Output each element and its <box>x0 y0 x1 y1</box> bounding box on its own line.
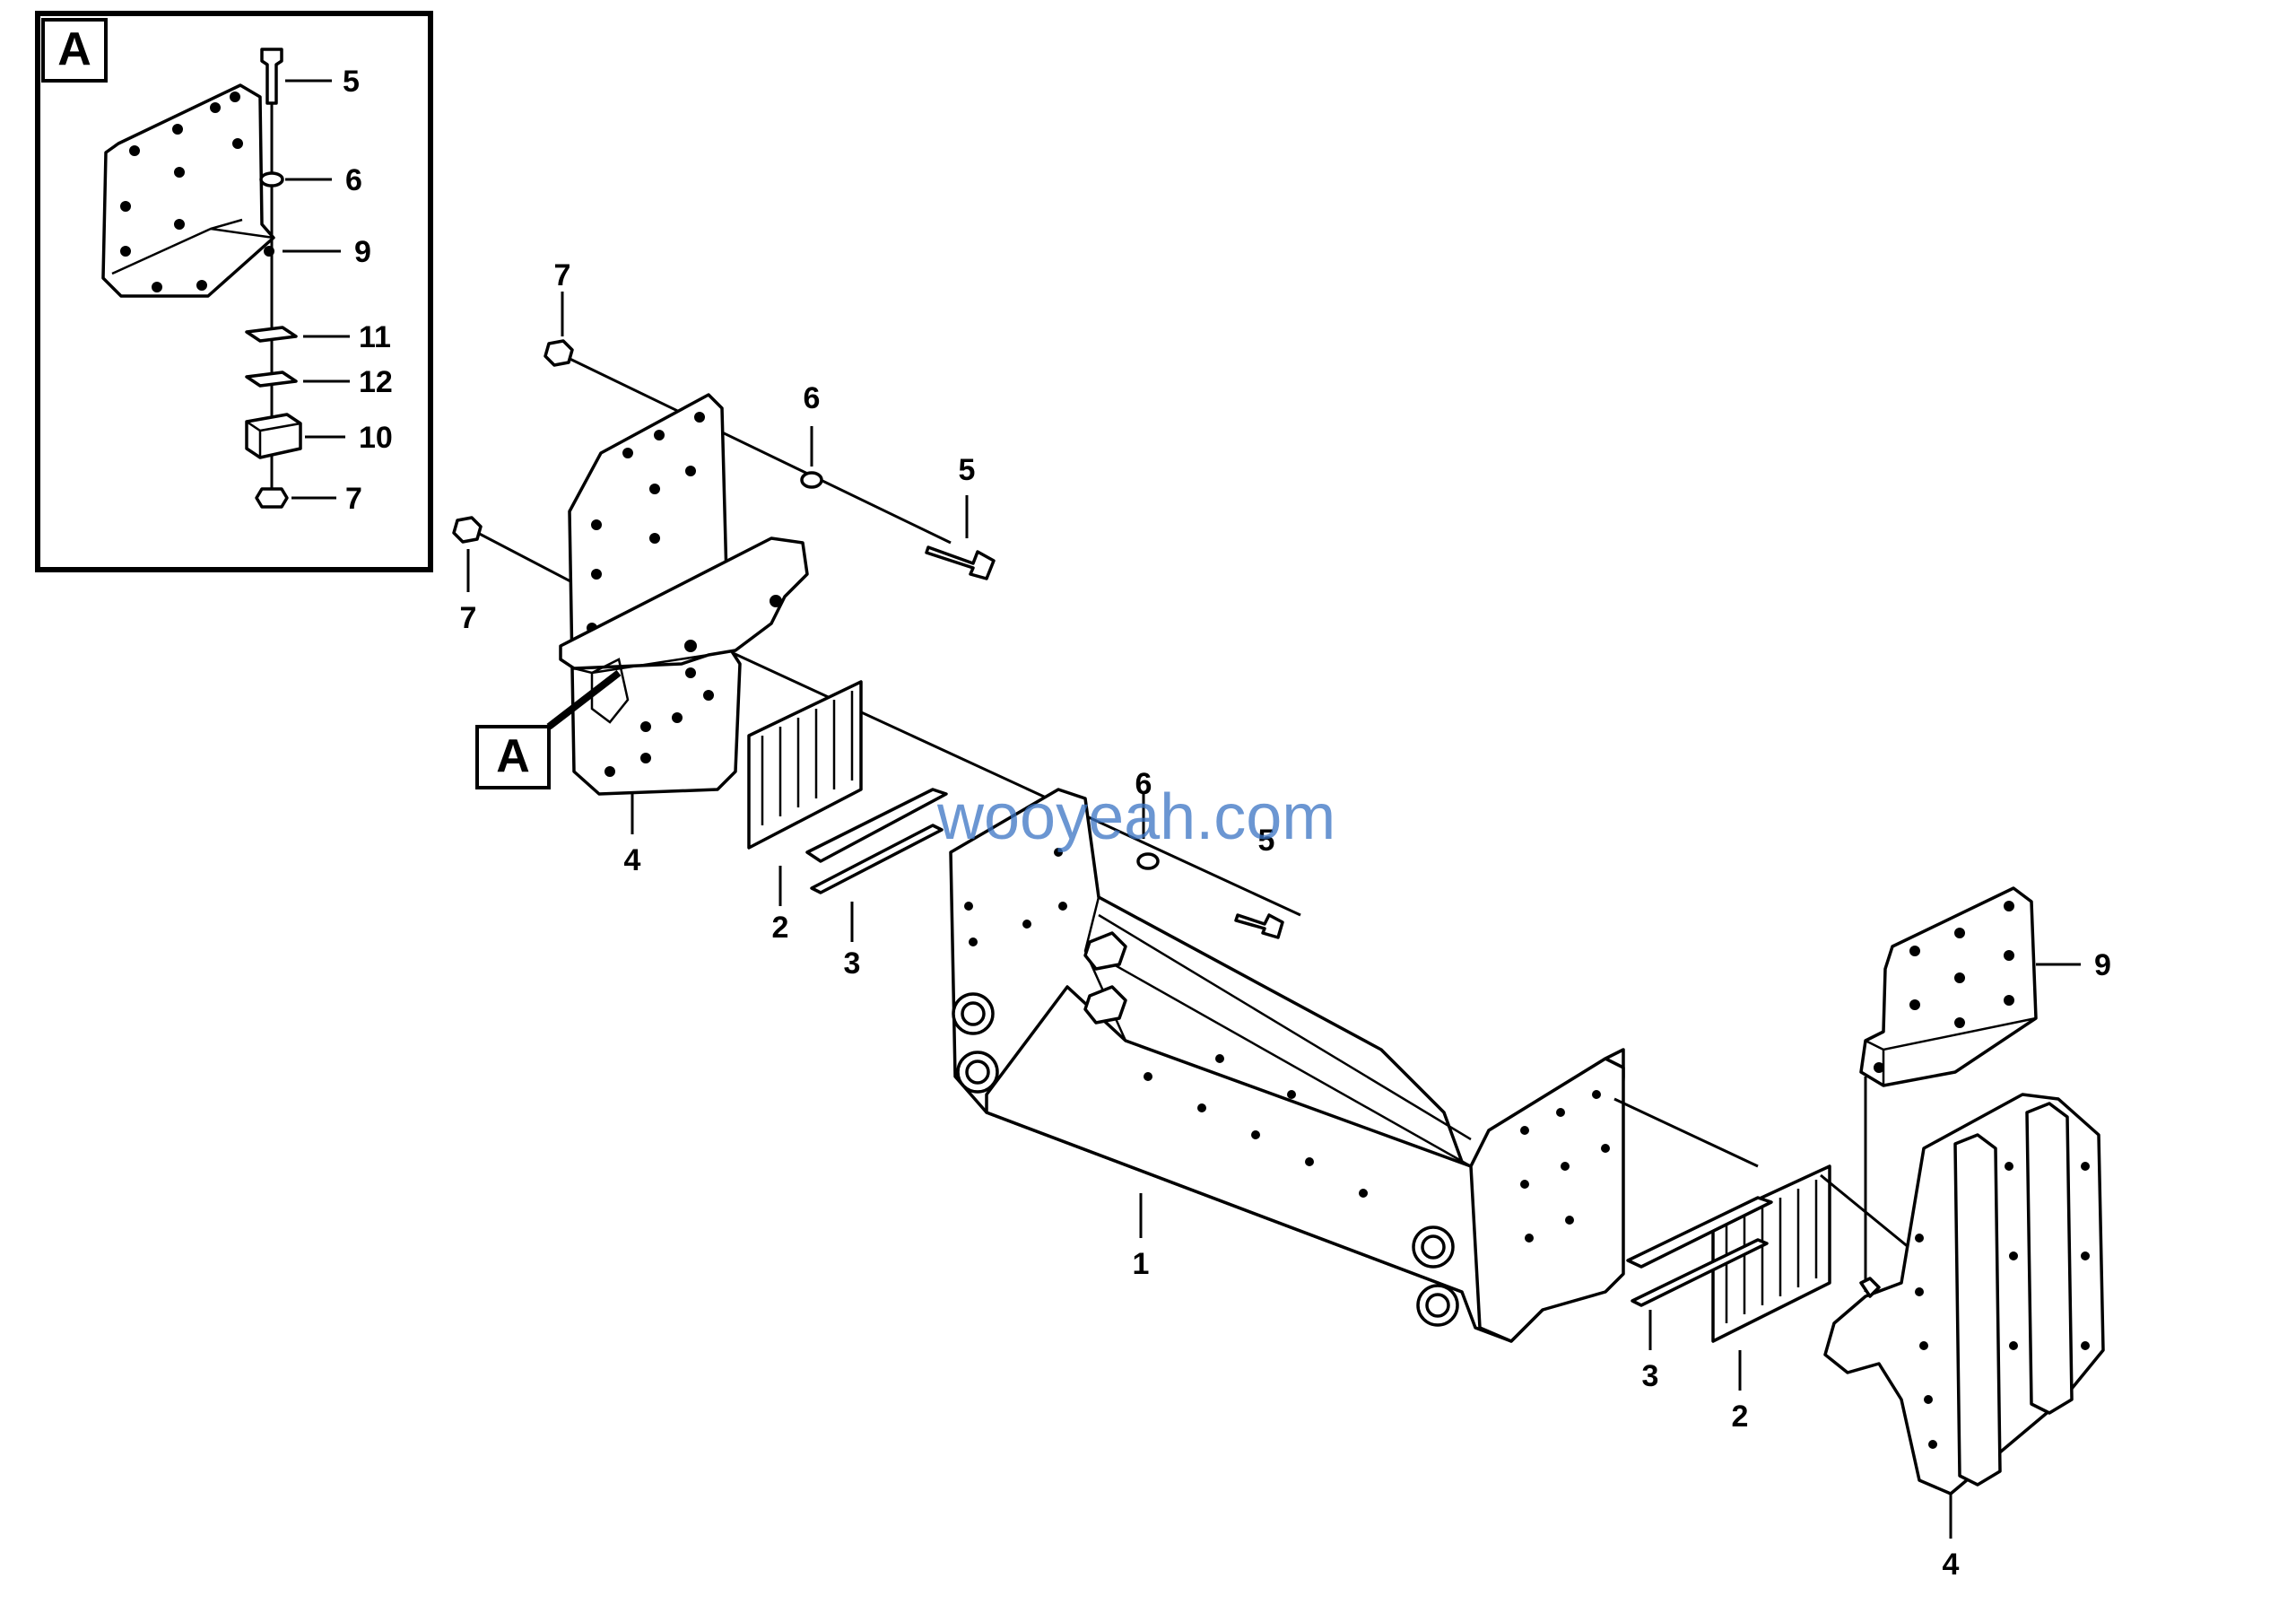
callout-1: 1 <box>1133 1247 1150 1281</box>
main-frame <box>949 788 1625 1343</box>
callout-4-left: 4 <box>624 843 641 877</box>
detail-callout-10: 10 <box>359 421 393 455</box>
callout-3-right: 3 <box>1642 1359 1659 1393</box>
callout-2-left: 2 <box>772 911 789 945</box>
detail-reference-arrow <box>546 669 622 730</box>
detail-view-a: A 5 6 9 11 12 10 7 <box>35 11 433 572</box>
detail-block-10 <box>245 413 302 459</box>
callout-3-left: 3 <box>844 946 861 981</box>
detail-callout-9: 9 <box>354 235 371 269</box>
detail-callout-5: 5 <box>343 65 360 99</box>
detail-bracket-holes <box>120 92 274 292</box>
left-mount-shelf <box>559 536 809 670</box>
detail-shim-11 <box>245 326 298 343</box>
bolt-5-middle <box>1234 913 1284 939</box>
callout-5-top: 5 <box>959 453 976 487</box>
frame-holes <box>964 848 1610 1243</box>
left-plate-assembly: A <box>452 339 1301 917</box>
right-shim-set <box>1626 1164 1831 1343</box>
right-shim-3-b <box>1631 1238 1769 1307</box>
detail-tag-label: A <box>57 23 91 75</box>
detail-reference-box <box>475 725 551 789</box>
right-bracket-holes <box>1874 901 2014 1073</box>
callout-7-left: 7 <box>460 601 477 635</box>
left-shim-3-b <box>810 824 944 894</box>
callout-6-top: 6 <box>804 381 821 415</box>
callout-5-middle: 5 <box>1258 824 1275 858</box>
callout-6-middle: 6 <box>1135 767 1152 801</box>
nut-7-upper <box>544 339 574 367</box>
right-bracket-9 <box>1859 886 2038 1087</box>
detail-tag-box <box>41 18 108 83</box>
frame-pivot-bosses <box>952 931 1459 1327</box>
left-shim-set <box>747 680 948 894</box>
detail-washer <box>259 171 284 187</box>
detail-bracket <box>101 83 275 298</box>
left-side-plate <box>568 393 742 796</box>
watermark: wooyeah.com <box>936 781 1335 853</box>
detail-callout-7: 7 <box>345 482 362 516</box>
nut-7-lower <box>452 516 483 544</box>
callout-7-top: 7 <box>554 258 571 292</box>
right-plate-assembly <box>1820 886 2105 1496</box>
washer-6-upper <box>800 471 823 489</box>
callout-9-right: 9 <box>2094 948 2111 982</box>
right-plate-rib-2 <box>2025 1102 2074 1415</box>
left-shim-2 <box>747 680 863 850</box>
left-plate-holes <box>587 412 714 777</box>
frame-right-upright <box>1469 1057 1625 1343</box>
washer-6-middle <box>1136 852 1160 870</box>
detail-nut-7 <box>255 487 289 509</box>
callout-4-right: 4 <box>1943 1548 1960 1582</box>
detail-shim-12 <box>245 371 298 388</box>
detail-callout-6: 6 <box>345 163 362 197</box>
detail-callout-12: 12 <box>359 365 393 399</box>
right-small-bolt <box>1859 1277 1881 1298</box>
detail-reference-label: A <box>496 730 530 782</box>
callout-2-right: 2 <box>1732 1400 1749 1434</box>
bolt-5-upper <box>925 545 996 580</box>
detail-bolt <box>260 48 283 105</box>
right-plate-rib-1 <box>1953 1133 2002 1487</box>
detail-callout-11: 11 <box>359 320 391 354</box>
left-shim-3-a <box>805 788 948 863</box>
right-plate-holes <box>1915 1162 2090 1449</box>
right-shim-3-a <box>1626 1196 1773 1269</box>
